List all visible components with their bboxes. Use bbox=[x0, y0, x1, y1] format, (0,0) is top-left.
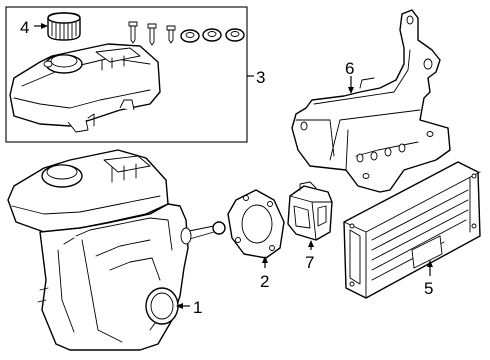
brake-booster-part bbox=[7, 149, 226, 351]
callout-2-arrow bbox=[262, 256, 268, 263]
callout-4-arrow bbox=[41, 23, 48, 29]
callout-6: 6 bbox=[345, 59, 354, 78]
callout-1-arrow bbox=[176, 303, 183, 309]
control-module-part bbox=[343, 161, 481, 299]
sensor-module-part bbox=[287, 181, 333, 241]
reservoir-kit-box bbox=[5, 6, 248, 143]
mounting-bracket-part bbox=[291, 9, 451, 193]
reservoir-part bbox=[9, 43, 161, 133]
callout-7-arrow bbox=[308, 240, 314, 247]
grommet-set bbox=[180, 28, 245, 43]
gasket-part bbox=[227, 189, 285, 259]
callout-4: 4 bbox=[20, 18, 29, 37]
callout-6-arrow bbox=[348, 87, 354, 94]
callout-5: 5 bbox=[424, 279, 433, 298]
screw-set bbox=[128, 21, 176, 46]
callout-1: 1 bbox=[193, 298, 202, 317]
reservoir-cap-part bbox=[47, 12, 81, 41]
callout-3: 3 bbox=[256, 68, 265, 87]
callout-7: 7 bbox=[305, 253, 314, 272]
callout-5-arrow bbox=[427, 260, 433, 267]
callout-2: 2 bbox=[260, 272, 269, 291]
